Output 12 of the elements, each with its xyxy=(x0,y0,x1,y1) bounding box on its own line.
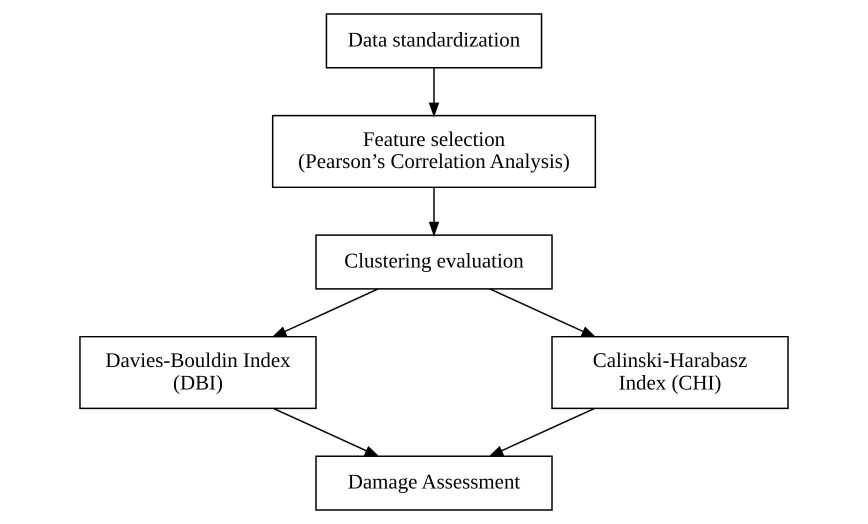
arrow xyxy=(272,288,378,338)
arrow xyxy=(490,288,596,338)
node-box: Calinski-Harabasz Index (CHI) xyxy=(551,336,789,410)
node-box: Damage Assessment xyxy=(315,455,553,511)
node-box: Feature selection (Pearson’s Correlation Analysis) xyxy=(272,114,596,188)
arrow xyxy=(488,408,594,457)
arrow xyxy=(428,68,440,118)
node-box: Data standardization xyxy=(326,13,542,69)
node-box: Clustering evaluation xyxy=(315,234,553,290)
arrow xyxy=(428,188,440,237)
arrow xyxy=(274,408,380,457)
node-box: Davies-Bouldin Index (DBI) xyxy=(79,336,317,410)
